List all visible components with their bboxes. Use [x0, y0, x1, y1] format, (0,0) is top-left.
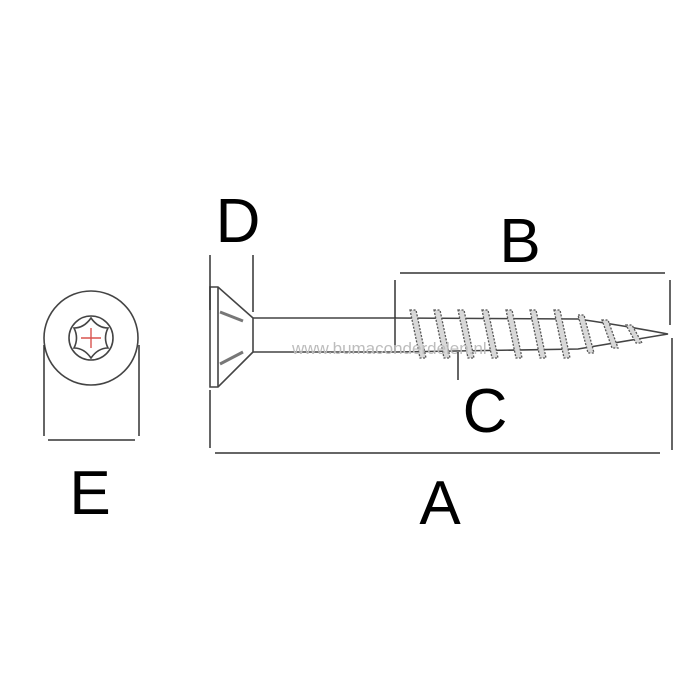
screw-head-top-view	[43, 290, 140, 441]
screw-thread-core	[394, 317, 669, 353]
screw-thread	[481, 309, 499, 359]
screw-shank	[253, 317, 396, 353]
screw-thread	[409, 309, 427, 359]
label-b: B	[499, 207, 540, 276]
label-c: C	[463, 377, 508, 446]
screw-thread	[624, 324, 644, 344]
label-e: E	[69, 459, 110, 528]
label-a: A	[419, 469, 461, 538]
screw-thread	[577, 314, 595, 354]
screw-side-view	[209, 286, 669, 388]
watermark: www.bumaconderdelen.nl	[291, 339, 487, 358]
screw-thread	[553, 309, 571, 359]
screw-thread	[529, 309, 547, 359]
screw-thread	[457, 309, 475, 359]
torx-star-icon	[68, 315, 114, 361]
label-d: D	[216, 187, 261, 256]
screw-thread	[601, 319, 619, 349]
screw-head-side	[209, 286, 254, 388]
screw-thread	[505, 309, 523, 359]
screw-thread	[433, 309, 451, 359]
